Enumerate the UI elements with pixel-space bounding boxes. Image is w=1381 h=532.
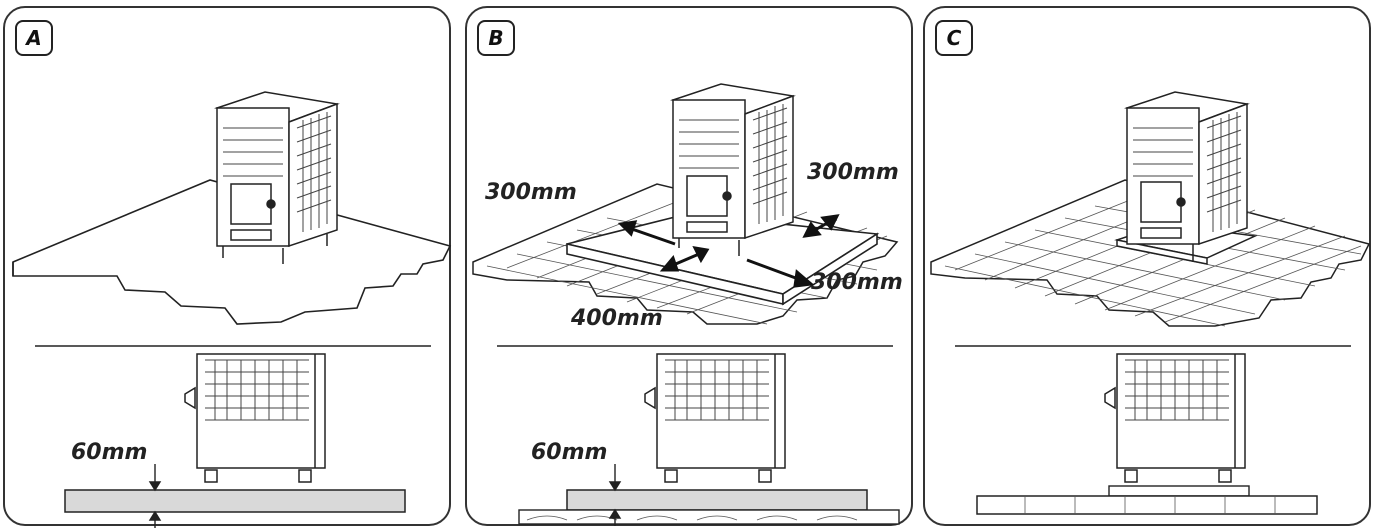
panel-label-b: B [477,20,515,56]
panel-b-drawing [472,83,900,526]
stove-side-grille-c [1125,359,1229,421]
dim-left-b: 300mm [485,180,577,205]
panel-a-drawing [12,91,452,528]
dimension-marker-b [608,464,622,526]
dim-front-b: 400mm [571,306,663,331]
plate-side-c [1108,485,1250,497]
stove-side-b [644,353,786,483]
dim-gap-b: 60mm [531,440,608,465]
stove-grille-a [223,112,332,232]
tile-joints-c [1024,496,1276,514]
panel-label-c: C [935,20,973,56]
dim-right-top-b: 300mm [807,160,899,185]
panel-c-drawing [930,91,1371,515]
dim-right-bottom-b: 300mm [811,270,903,295]
stove-side-grille-a [205,359,309,421]
stove-side-c [1104,353,1246,483]
wood-grain-b [526,515,858,521]
panel-label-a: A [15,20,53,56]
dimension-marker-a [148,464,162,528]
clearance-arrows-b [617,214,840,288]
stove-side-grille-b [665,359,769,421]
panel-c: C [923,6,1371,526]
stove-grille-b [679,104,788,224]
stove-side-a [184,353,326,483]
stove-grille-c [1133,112,1242,232]
concrete-slab-b [566,489,868,511]
concrete-slab-a [64,489,406,513]
panel-b: B [465,6,913,526]
stove-iso-a [214,91,340,264]
dim-gap-a: 60mm [71,440,148,465]
floor-plate-a [12,179,452,325]
tile-floor-side-c [976,495,1318,515]
stove-iso-c [1124,91,1250,262]
panel-a: A [3,6,452,528]
